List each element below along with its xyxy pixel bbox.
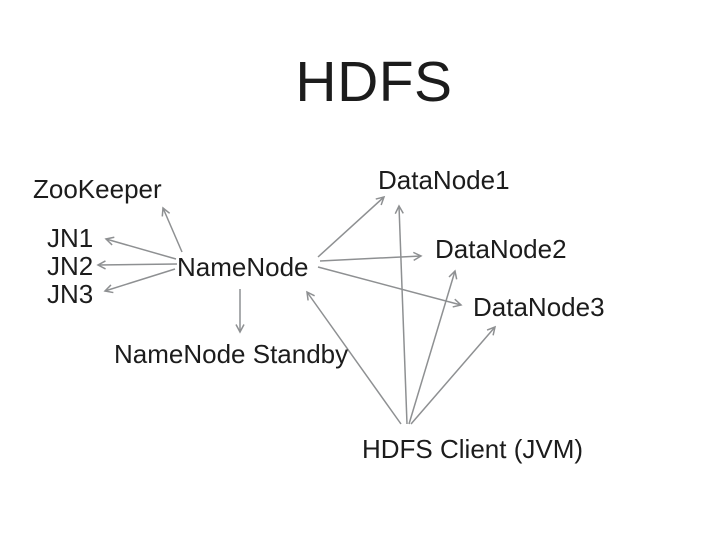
edge-hdfs-client-to-namenode bbox=[306, 290, 402, 425]
edge-namenode-to-jn3 bbox=[103, 268, 176, 294]
edge-namenode-to-jn1 bbox=[104, 236, 177, 260]
edge-hdfs-client-to-datanode2 bbox=[408, 269, 458, 425]
edge-namenode-to-jn2 bbox=[96, 260, 178, 270]
node-label-datanode1: DataNode1 bbox=[378, 165, 510, 195]
edge-hdfs-client-to-datanode1 bbox=[394, 204, 408, 425]
edges-group bbox=[96, 195, 497, 425]
edge-hdfs-client-to-datanode3 bbox=[410, 325, 497, 425]
node-label-datanode2: DataNode2 bbox=[435, 234, 567, 264]
edge-namenode-to-datanode1 bbox=[317, 195, 386, 258]
node-label-zookeeper: ZooKeeper bbox=[33, 174, 162, 204]
node-label-hdfs-client: HDFS Client (JVM) bbox=[362, 434, 584, 464]
edge-namenode-to-datanode2 bbox=[319, 251, 423, 262]
node-label-jn1: JN1 bbox=[47, 223, 94, 253]
node-label-jn3: JN3 bbox=[47, 279, 94, 309]
edge-namenode-to-datanode3 bbox=[317, 266, 463, 308]
node-label-namenode: NameNode bbox=[177, 252, 309, 282]
edge-namenode-to-zookeeper bbox=[161, 206, 183, 253]
node-label-datanode3: DataNode3 bbox=[473, 292, 605, 322]
diagram-title: HDFS bbox=[295, 50, 453, 114]
node-label-namenode-standby: NameNode Standby bbox=[114, 339, 349, 369]
node-label-jn2: JN2 bbox=[47, 251, 94, 281]
